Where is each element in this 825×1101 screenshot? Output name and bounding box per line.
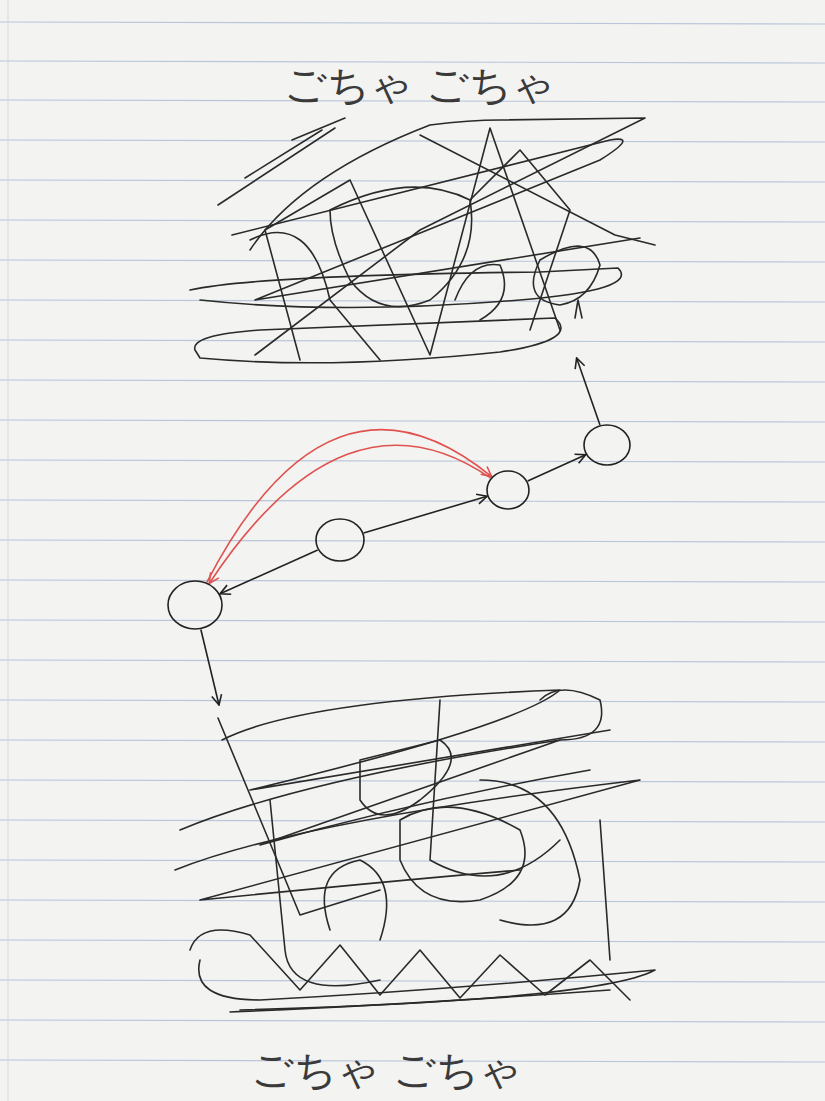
arrow [201,629,219,705]
arrow [528,455,586,481]
circle-outline [167,580,223,630]
handwritten-label: ごちゃ ごちゃ [245,1043,528,1097]
scribble-cluster: ごちゃ ごちゃ [183,58,663,358]
circle-outline [315,518,365,562]
circle-outline [486,470,530,510]
circle-node [167,580,223,630]
circle-node [583,424,631,466]
arrow [364,496,487,533]
scribble-cluster: ごちゃ ごちゃ [170,705,660,1097]
red-arrow [209,445,490,583]
arrow [577,358,600,425]
handwritten-label: ごちゃ ごちゃ [278,58,561,112]
circle-node [315,518,365,562]
circle-outline [583,424,631,466]
arrow [220,550,318,594]
red-arrow [207,430,492,583]
circle-node [486,470,530,510]
